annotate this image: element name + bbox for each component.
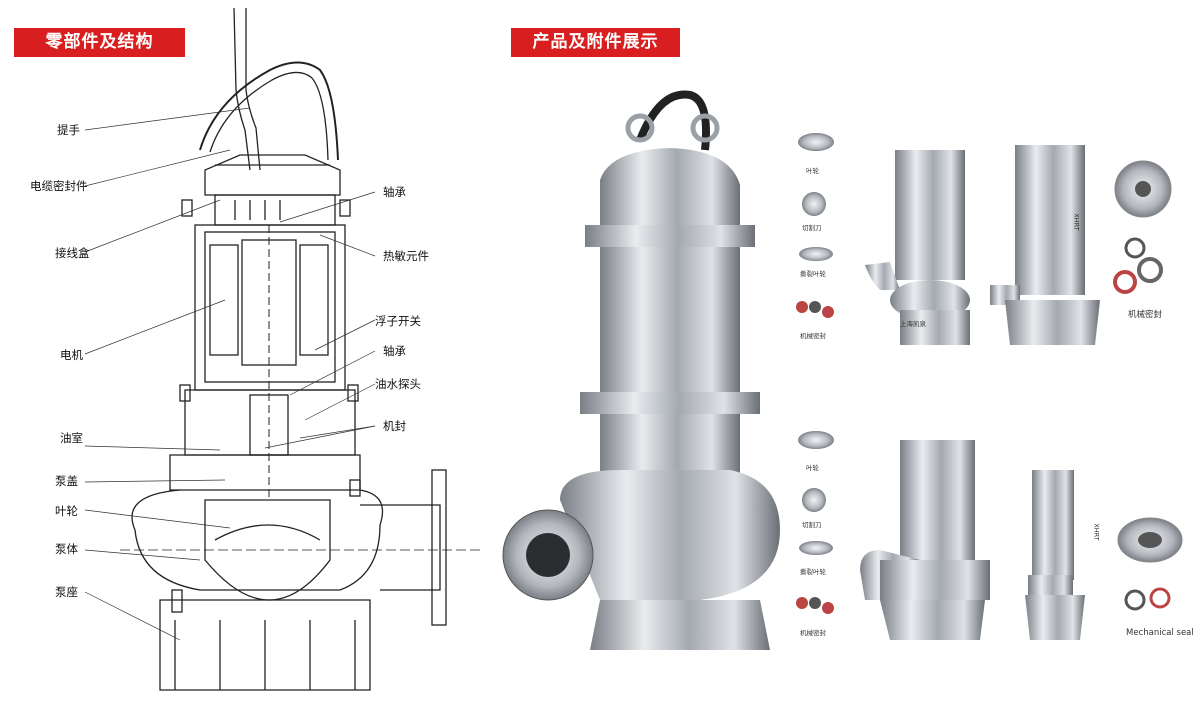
label-bearing-upper: 轴承: [383, 185, 406, 199]
label-oil-chamber: 油室: [60, 431, 83, 445]
nameplate-text-2: XHRT: [1092, 523, 1101, 541]
impeller-seal-label: 机械密封: [1128, 310, 1163, 320]
pump-thumbnail-4: [1025, 470, 1085, 640]
ring-thumbnail-lower: [1117, 517, 1183, 563]
accessory-thumbnails-lower: [796, 431, 834, 614]
pump-thumbnail-1: [865, 150, 970, 345]
label-pump-cover: 泵盖: [55, 474, 78, 488]
label-mechanical-seal: 机封: [383, 419, 406, 433]
mechanical-seal-thumbnail-upper: [1113, 237, 1163, 294]
label-cable-seal: 电缆密封件: [30, 179, 88, 193]
impeller-thumbnail: [1114, 160, 1172, 218]
section-title-products: 产品及附件展示: [511, 28, 680, 57]
part-label-seal-upper: 机械密封: [800, 332, 826, 340]
accessory-thumbnails-upper: [796, 133, 834, 318]
mechanical-seal-thumbnail-lower: [1124, 587, 1171, 611]
label-bearing-lower: 轴承: [383, 344, 406, 358]
part-label-tear-impeller-lower: 撕裂叶轮: [800, 568, 826, 576]
part-label-impeller-lower: 叶轮: [806, 464, 819, 472]
label-junction-box: 接线盒: [55, 246, 90, 260]
part-label-tear-impeller-upper: 撕裂叶轮: [800, 270, 826, 278]
part-label-impeller-upper: 叶轮: [806, 167, 819, 175]
label-handle: 提手: [57, 123, 80, 137]
nameplate-text-1: XHRT: [1072, 213, 1081, 231]
label-float-switch: 浮子开关: [375, 314, 421, 328]
part-label-cutter-upper: 切割刀: [802, 224, 822, 232]
label-pump-body: 泵体: [55, 542, 78, 556]
section-title-parts: 零部件及结构: [14, 28, 185, 57]
label-thermal-element: 热敏元件: [383, 249, 429, 263]
label-pump-base: 泵座: [55, 585, 78, 599]
label-oil-water-probe: 油水探头: [375, 377, 421, 391]
mechanical-seal-en-label: Mechanical seal: [1126, 628, 1194, 638]
label-motor: 电机: [60, 348, 83, 362]
pump-thumbnail-3: [860, 440, 990, 640]
part-label-seal-lower: 机械密封: [800, 629, 826, 637]
pump-thumbnail-2: [990, 145, 1100, 345]
part-label-cutter-lower: 切割刀: [802, 521, 822, 529]
label-impeller: 叶轮: [55, 504, 78, 518]
main-pump-image: [502, 90, 780, 650]
pump-tag-text: 上海凯泉: [900, 320, 926, 328]
